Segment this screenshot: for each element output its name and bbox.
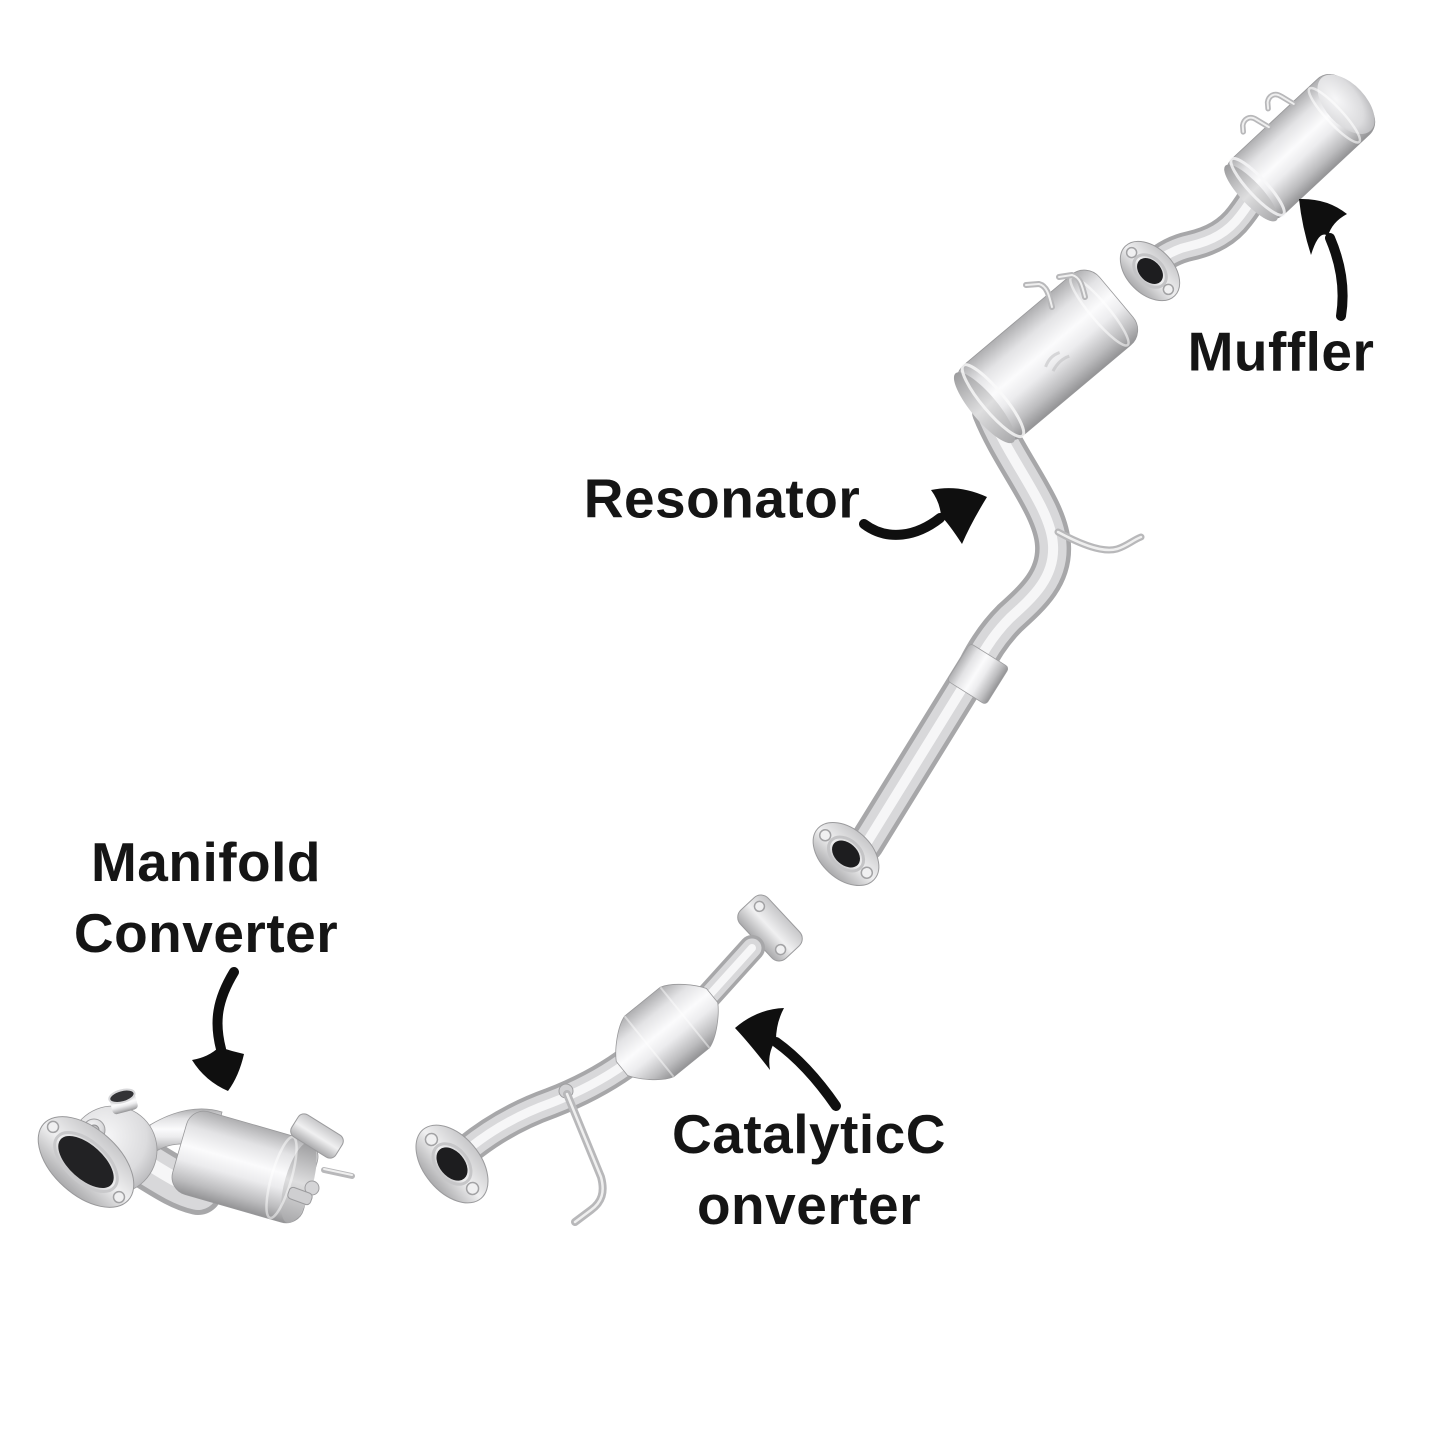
catalytic-pipes bbox=[451, 935, 765, 1166]
label-muffler: Muffler bbox=[1188, 317, 1375, 388]
manifold-barrel bbox=[171, 1110, 319, 1224]
catalytic-hanger-rod bbox=[558, 1083, 607, 1226]
manifold-top-port bbox=[108, 1088, 138, 1115]
label-resonator-text: Resonator bbox=[583, 467, 861, 530]
catalytic-converter-part bbox=[415, 894, 803, 1226]
label-catalytic-converter: CatalyticC onverter bbox=[672, 1099, 946, 1241]
pipe-sleeve bbox=[947, 644, 1009, 704]
resonator-part bbox=[812, 269, 1145, 886]
label-catalytic-converter-line2: onverter bbox=[696, 1174, 922, 1236]
muffler-inlet-flange bbox=[1119, 240, 1181, 302]
label-muffler-text: Muffler bbox=[1187, 320, 1375, 383]
catalytic-converter-body bbox=[615, 983, 719, 1081]
manifold-converter-part bbox=[37, 1088, 355, 1224]
arrow-to-manifold-converter-icon bbox=[192, 967, 244, 1091]
catalytic-inlet-flange bbox=[415, 1124, 489, 1204]
label-manifold-converter-line1: Manifold bbox=[90, 831, 322, 893]
manifold-inlet-flange bbox=[37, 1116, 135, 1208]
arrow-to-catalytic-converter-icon bbox=[735, 1008, 841, 1111]
label-catalytic-converter-line1: CatalyticC bbox=[672, 1103, 946, 1165]
manifold-outlet-brackets bbox=[287, 1113, 355, 1206]
muffler-hanger-hooks bbox=[1239, 91, 1297, 135]
label-resonator: Resonator bbox=[584, 464, 861, 535]
muffler-part bbox=[1119, 74, 1376, 302]
label-manifold-converter: Manifold Converter bbox=[74, 827, 338, 969]
arrow-to-muffler-icon bbox=[1299, 198, 1348, 321]
muffler-pipe bbox=[1137, 177, 1271, 281]
label-manifold-converter-line2: Converter bbox=[73, 902, 339, 964]
muffler-body bbox=[1224, 74, 1376, 222]
resonator-pipe bbox=[848, 394, 1072, 862]
resonator-hanger-hooks bbox=[1023, 272, 1088, 310]
resonator-hanger-rod bbox=[1054, 528, 1145, 554]
resonator-inlet-flange bbox=[812, 822, 880, 886]
arrow-to-resonator-icon bbox=[859, 488, 987, 544]
